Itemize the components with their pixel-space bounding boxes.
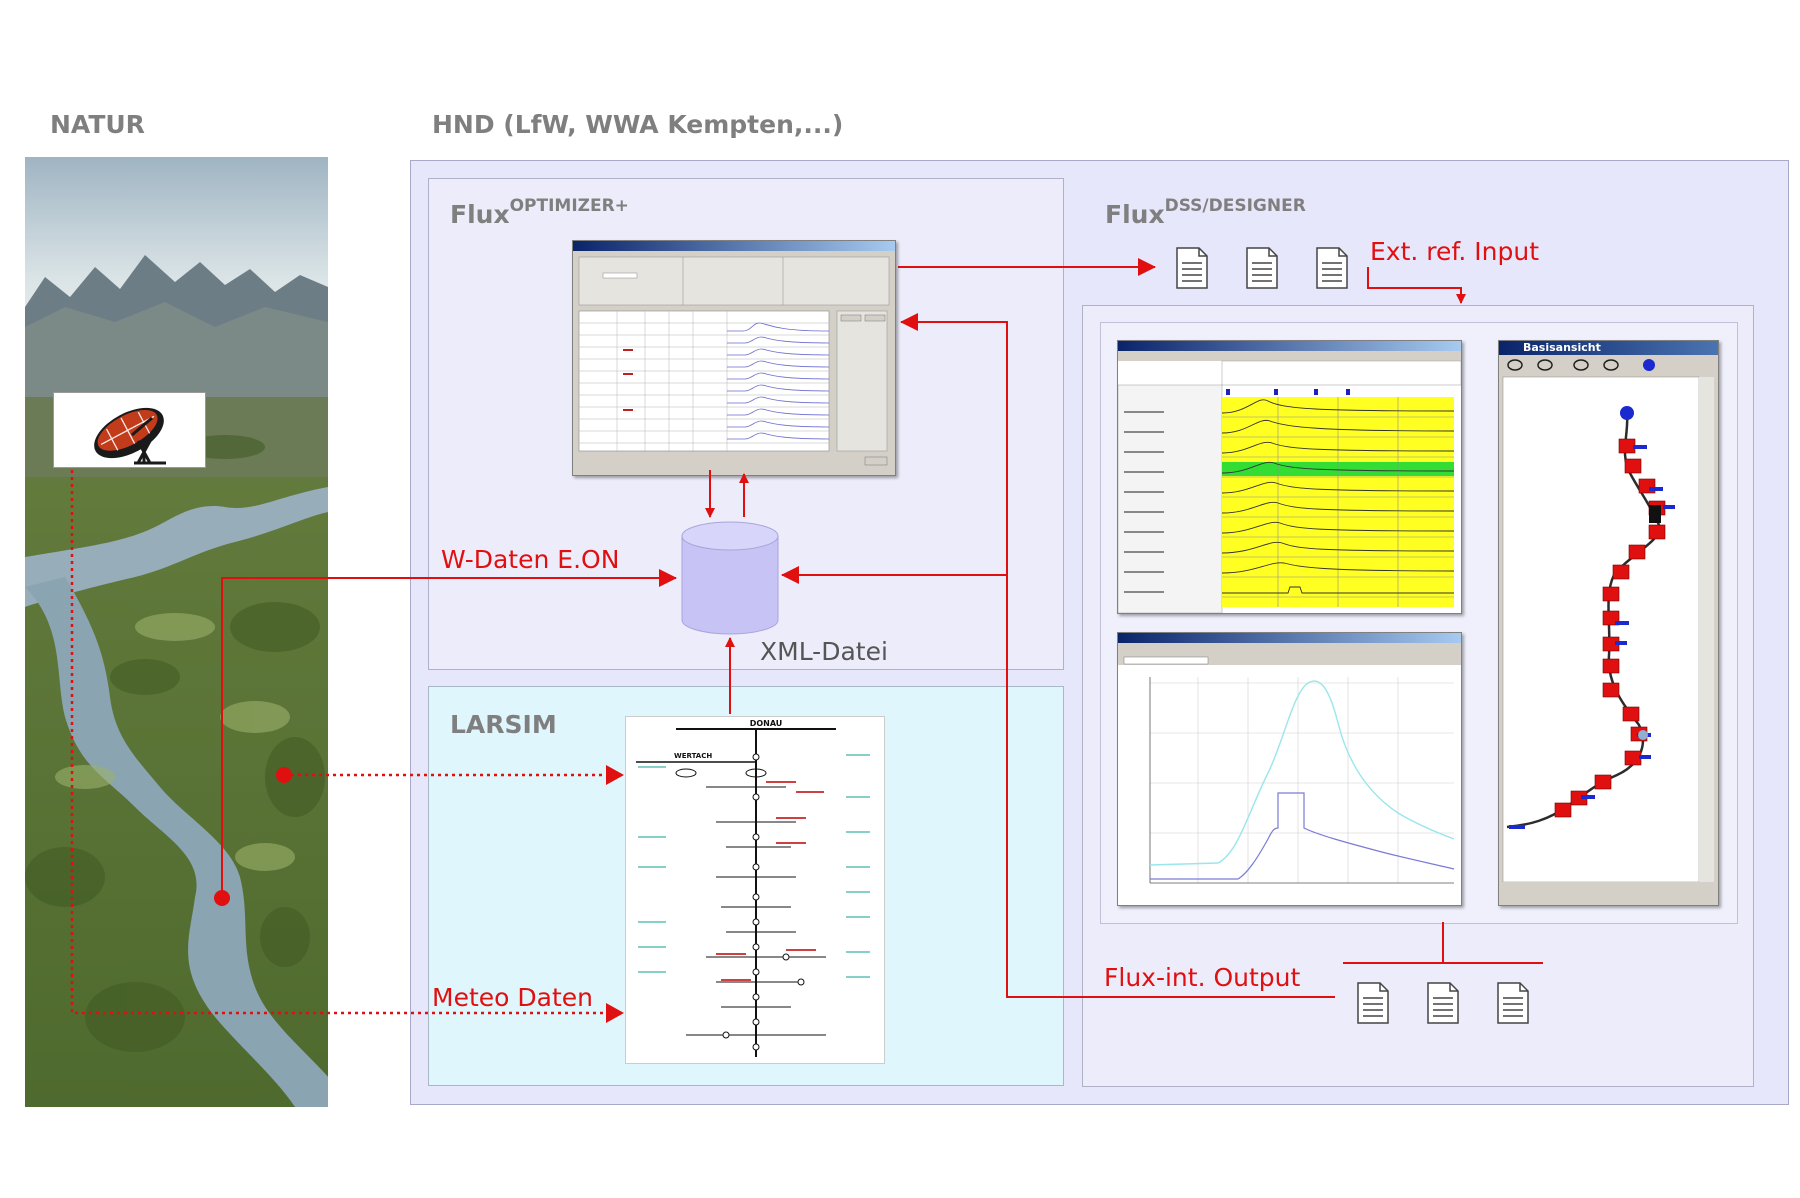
basisansicht-title: Basisansicht <box>1499 341 1718 355</box>
basisansicht-window: Basisansicht <box>1498 340 1719 906</box>
larsim-map-station: WERTACH <box>674 752 712 760</box>
document-icon <box>1316 247 1348 289</box>
larsim-map-header: DONAU <box>750 719 783 728</box>
optimizer-title: FluxOPTIMIZER+ <box>450 196 629 229</box>
document-icon <box>1176 247 1208 289</box>
satellite-dish-icon <box>53 392 206 468</box>
document-icon <box>1497 982 1529 1024</box>
dss-hydrograph-window <box>1117 340 1462 614</box>
database-icon <box>680 520 780 636</box>
dss-title: FluxDSS/DESIGNER <box>1105 196 1306 229</box>
natur-heading: NATUR <box>50 110 145 139</box>
meteo-label: Meteo Daten <box>432 983 593 1012</box>
larsim-network-map: DONAU WERTACH <box>625 716 885 1064</box>
w-daten-label: W-Daten E.ON <box>441 545 620 574</box>
document-icon <box>1246 247 1278 289</box>
database-label: XML-Datei <box>760 637 888 666</box>
dss-line-chart-window <box>1117 632 1462 906</box>
document-icon <box>1427 982 1459 1024</box>
flux-output-label: Flux-int. Output <box>1104 963 1301 992</box>
ext-input-label: Ext. ref. Input <box>1370 237 1540 266</box>
document-icon <box>1357 982 1389 1024</box>
optimizer-window <box>572 240 896 476</box>
hnd-heading: HND (LfW, WWA Kempten,...) <box>432 110 844 139</box>
larsim-title: LARSIM <box>450 710 557 739</box>
